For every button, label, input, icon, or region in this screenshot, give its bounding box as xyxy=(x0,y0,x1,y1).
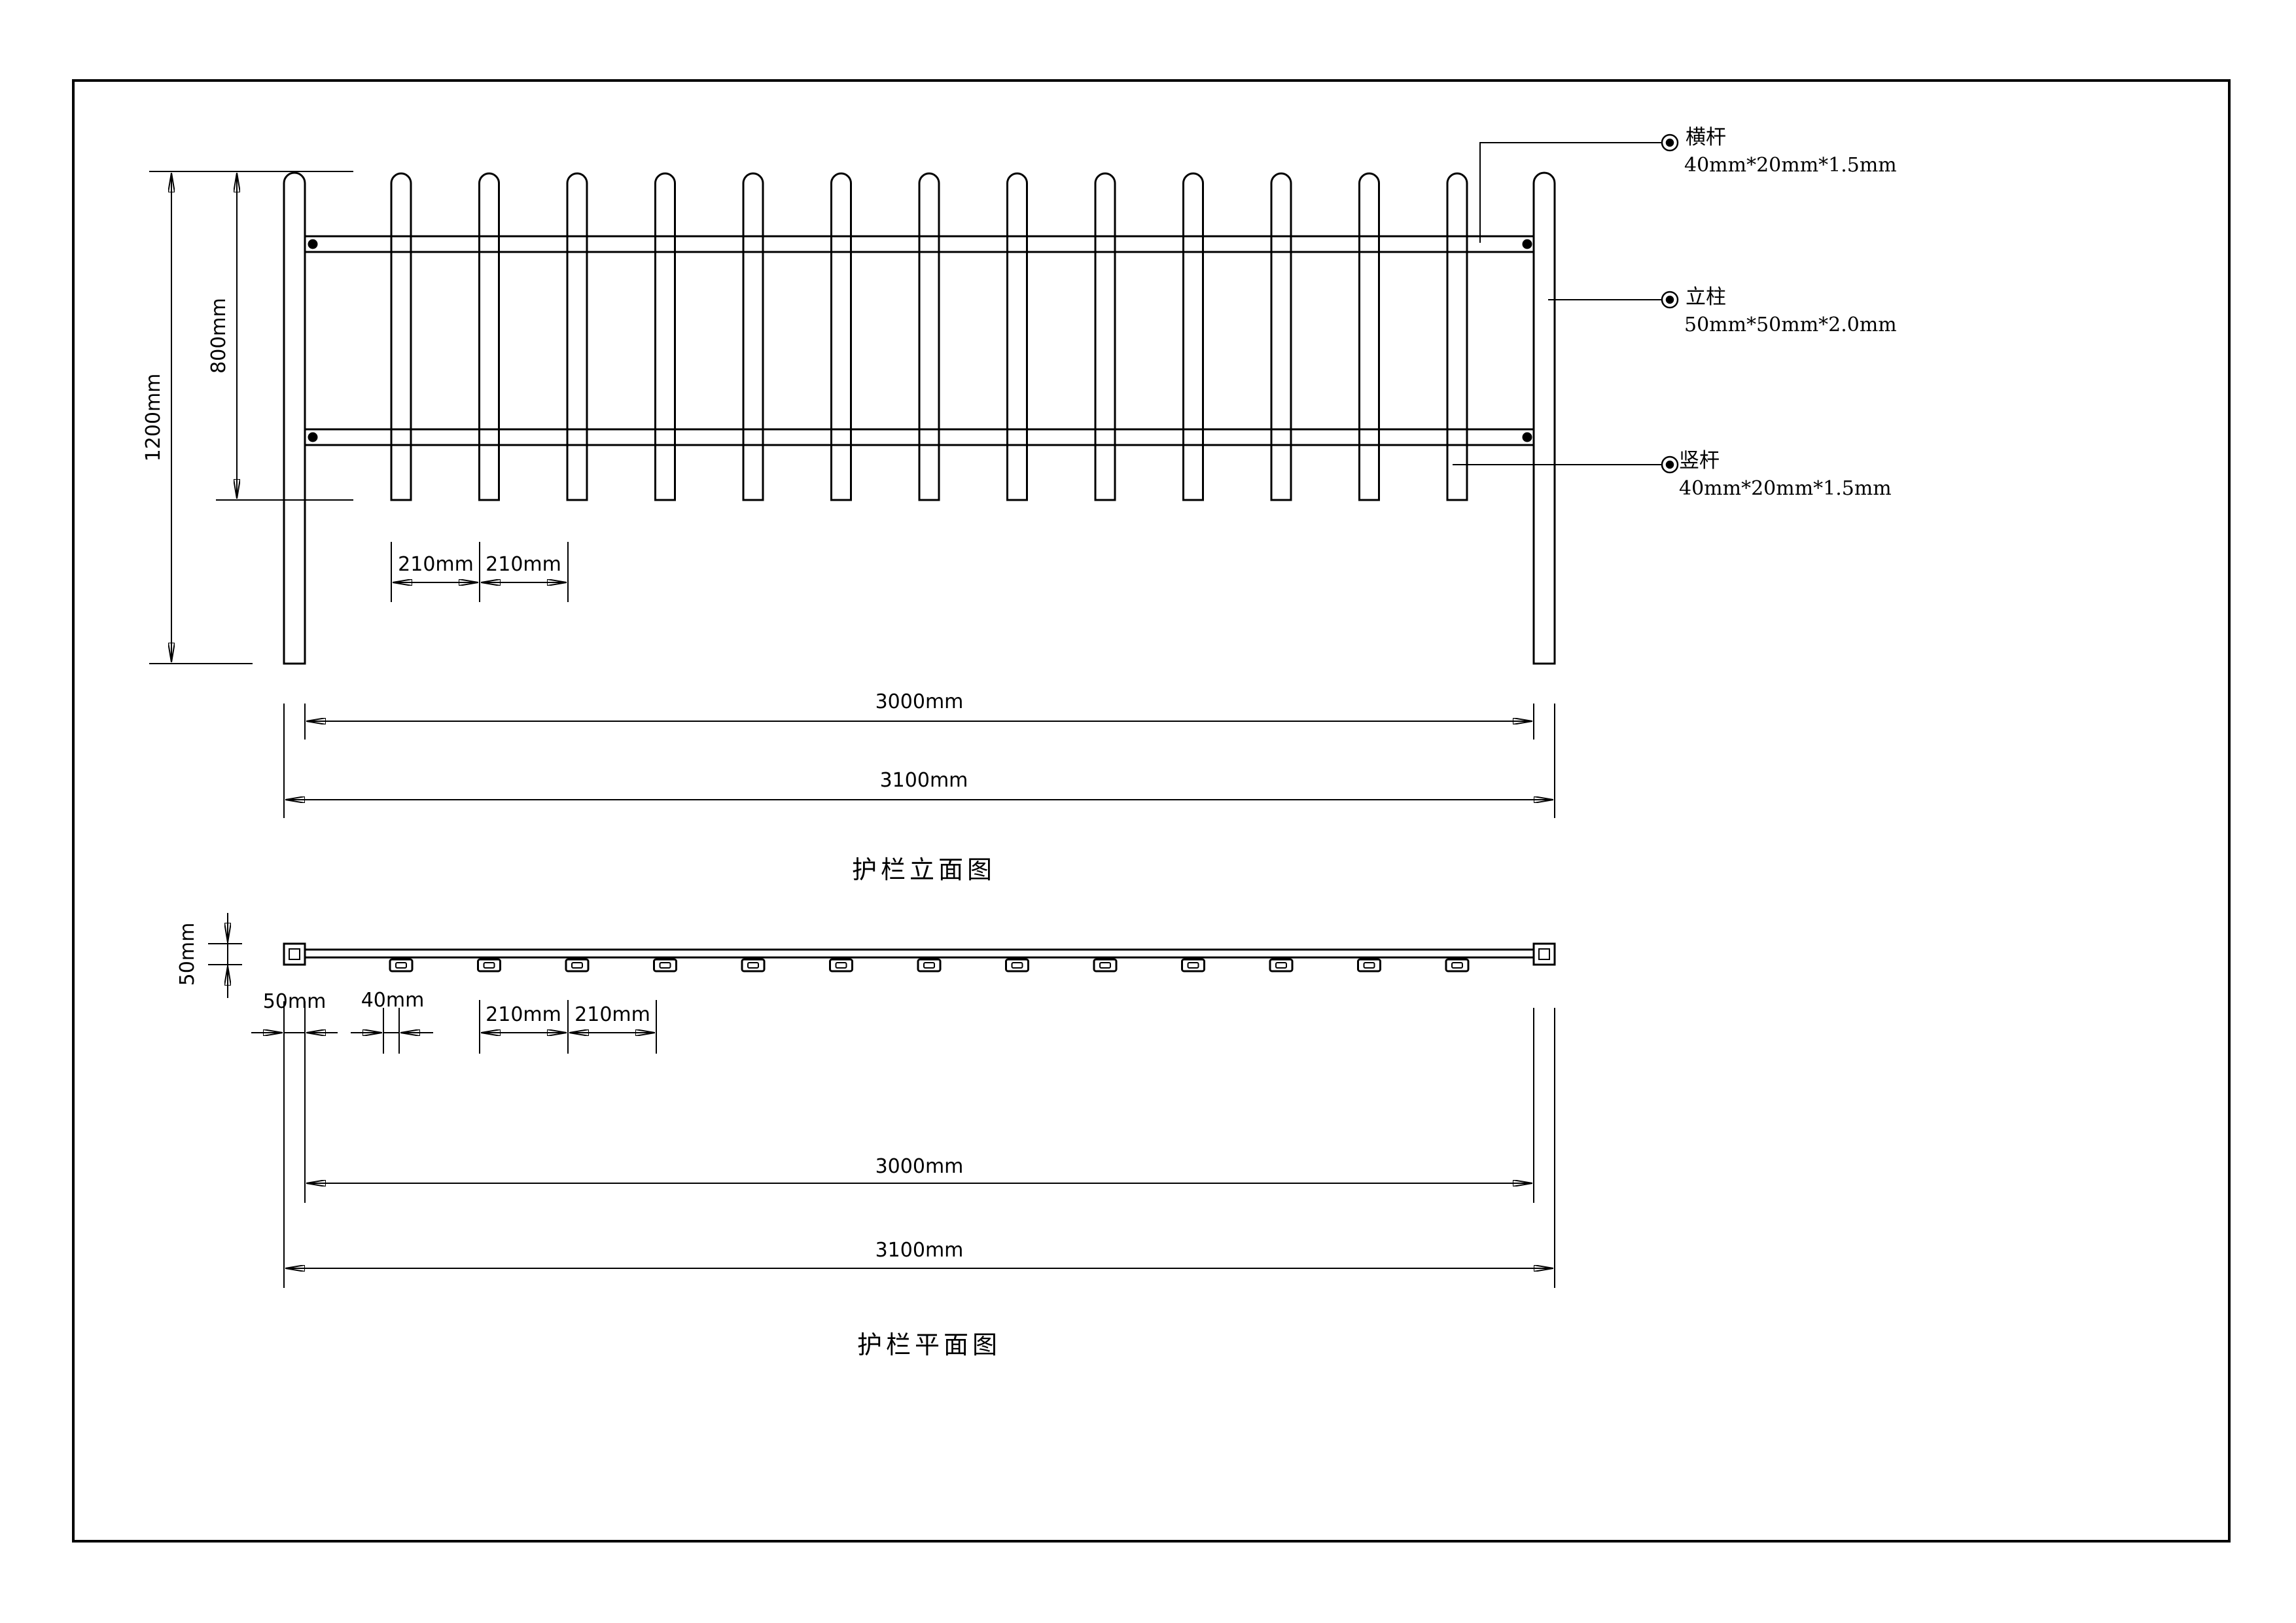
plan-right-post xyxy=(1532,942,1556,966)
elevation-picket xyxy=(1358,172,1380,501)
right-post xyxy=(1532,171,1556,665)
plan-picket xyxy=(917,958,942,972)
plan-picket xyxy=(389,958,414,972)
elevation-picket xyxy=(566,172,588,501)
plan-picket xyxy=(1445,958,1470,972)
callout-post-spec: 50mm*50mm*2.0mm xyxy=(1684,313,1897,336)
elevation-picket xyxy=(1006,172,1028,501)
plan-right-post-inner xyxy=(1538,948,1550,960)
plan-picket xyxy=(653,958,677,972)
elevation-spacing-label-2: 210mm xyxy=(486,553,561,576)
elevation-picket xyxy=(1446,172,1468,501)
plan-picket-inner xyxy=(395,962,407,969)
plan-picket-inner xyxy=(747,962,759,969)
plan-picket xyxy=(1093,958,1118,972)
plan-picket xyxy=(1269,958,1294,972)
elevation-picket xyxy=(918,172,940,501)
sheet-border xyxy=(72,79,2231,1543)
elevation-length-dimensions xyxy=(283,704,1555,818)
plan-picket xyxy=(565,958,590,972)
plan-picket-inner xyxy=(483,962,495,969)
plan-picket-inner xyxy=(835,962,847,969)
plan-picket-inner xyxy=(1099,962,1111,969)
elevation-picket xyxy=(654,172,676,501)
plan-post-width-label: 50mm xyxy=(263,990,327,1013)
plan-picket xyxy=(829,958,853,972)
plan-picket-inner xyxy=(1363,962,1375,969)
plan-picket-inner xyxy=(659,962,671,969)
plan-picket xyxy=(1005,958,1029,972)
plan-spacing-label-2: 210mm xyxy=(574,1003,650,1026)
callout-rail-spec: 40mm*20mm*1.5mm xyxy=(1684,154,1897,177)
callout-rail-name: 横杆 xyxy=(1686,126,1726,149)
plan-picket-inner xyxy=(571,962,583,969)
plan-view xyxy=(208,913,1556,1288)
plan-picket xyxy=(477,958,501,972)
plan-picket xyxy=(1357,958,1381,972)
elevation-picket xyxy=(478,172,500,501)
height-dimensions xyxy=(149,171,353,664)
callout-picket-spec: 40mm*20mm*1.5mm xyxy=(1679,477,1892,500)
plan-post-depth-dimension xyxy=(208,913,242,998)
plan-rail xyxy=(304,948,1535,959)
plan-picket-inner xyxy=(1011,962,1023,969)
plan-picket-inner xyxy=(1451,962,1463,969)
plan-left-post xyxy=(283,942,306,966)
plan-length-dimensions xyxy=(283,1008,1555,1288)
callout-leaders xyxy=(1453,142,1662,465)
callout-post-name: 立柱 xyxy=(1686,285,1726,309)
rail-bolt xyxy=(308,239,318,249)
plan-title: 护栏平面图 xyxy=(857,1330,1001,1359)
plan-picket xyxy=(1181,958,1205,972)
elevation-title: 护栏立面图 xyxy=(852,855,996,884)
callout-markers xyxy=(1661,134,1679,474)
plan-picket-width-label: 40mm xyxy=(361,989,425,1012)
elevation-picket xyxy=(1182,172,1204,501)
elevation-picket xyxy=(830,172,852,501)
elevation-picket xyxy=(1094,172,1116,501)
elevation-picket xyxy=(742,172,764,501)
plan-length-inner-label: 3000mm xyxy=(875,1155,964,1178)
plan-picket xyxy=(741,958,766,972)
elevation-picket xyxy=(1270,172,1292,501)
plan-spacing-dimensions xyxy=(479,1000,657,1054)
elevation-view xyxy=(149,142,1662,818)
rail-bolt xyxy=(308,432,318,442)
elevation-spacing-dimensions xyxy=(391,542,569,602)
plan-length-outer-label: 3100mm xyxy=(875,1239,964,1262)
plan-picket-inner xyxy=(923,962,935,969)
rail-bolt xyxy=(1522,239,1532,249)
elevation-spacing-label-1: 210mm xyxy=(398,553,474,576)
dim-height-total-label: 1200mm xyxy=(142,374,165,462)
plan-picket-inner xyxy=(1187,962,1199,969)
elevation-pickets xyxy=(390,172,1468,501)
left-post xyxy=(283,171,306,665)
plan-spacing-label-1: 210mm xyxy=(486,1003,561,1026)
elevation-length-inner-label: 3000mm xyxy=(875,690,964,713)
elevation-length-outer-label: 3100mm xyxy=(880,769,968,792)
plan-picket-inner xyxy=(1275,962,1287,969)
elevation-picket xyxy=(390,172,412,501)
rail-bolt xyxy=(1522,432,1532,442)
dim-height-picket-label: 800mm xyxy=(207,298,230,374)
callout-picket-name: 竖杆 xyxy=(1679,449,1720,473)
plan-post-depth-label: 50mm xyxy=(176,923,199,986)
plan-left-post-inner xyxy=(289,948,300,960)
plan-pickets xyxy=(389,958,1470,972)
